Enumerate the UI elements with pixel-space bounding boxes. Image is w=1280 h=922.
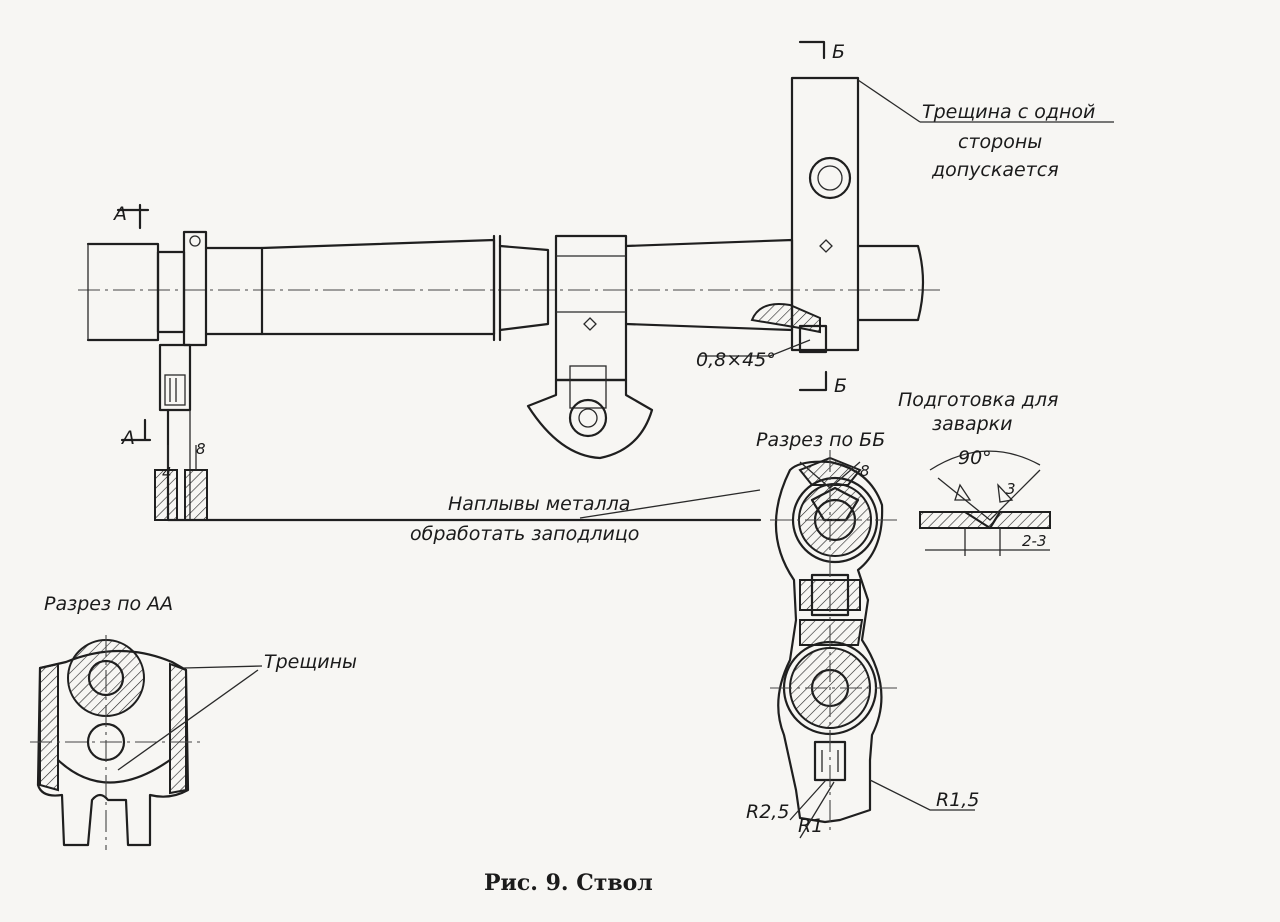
metal-overflow-label-2: обработать заподлицо bbox=[410, 523, 639, 545]
section-aa-title: Разрез по АА bbox=[44, 593, 173, 615]
rear-post-hole bbox=[808, 156, 852, 200]
chamfer-label: 0,8×45° bbox=[696, 349, 776, 371]
section-a-bottom-label: А bbox=[120, 427, 135, 449]
section-b-bottom-label: Б bbox=[834, 375, 847, 397]
barrel-tube bbox=[204, 246, 264, 336]
radius-r1-label: R1 bbox=[798, 815, 823, 837]
clamp-hook-hole bbox=[568, 398, 608, 438]
section-bb-title: Разрез по ББ bbox=[756, 429, 885, 451]
section-bb-dim: 8 bbox=[860, 462, 870, 480]
section-a-top-label: А bbox=[112, 203, 127, 225]
weld-size-label: 3 bbox=[1006, 480, 1016, 498]
dim-8-label: 8 bbox=[196, 440, 206, 458]
weld-prep-label-2: заварки bbox=[932, 413, 1012, 435]
dim-4-label: 4 bbox=[162, 464, 172, 482]
radius-r15-label: R1,5 bbox=[936, 789, 979, 811]
barrel-main-view bbox=[78, 40, 940, 460]
weld-profile bbox=[154, 408, 762, 522]
barrel-muzzle bbox=[86, 242, 160, 342]
weld-gap-label: 2-3 bbox=[1022, 532, 1047, 550]
barrel-collar bbox=[156, 250, 186, 334]
weld-angle-label: 90° bbox=[958, 447, 992, 469]
figure-caption: Рис. 9. Ствол bbox=[484, 870, 653, 896]
section-aa-view bbox=[30, 635, 263, 850]
front-lug bbox=[182, 230, 208, 347]
post-boss-section bbox=[750, 303, 821, 334]
radius-r25-label: R2,5 bbox=[746, 801, 789, 823]
crack-one-side-label-1: Трещина с одной bbox=[922, 101, 1095, 123]
weld-prep-detail bbox=[919, 450, 1051, 556]
section-bb-view bbox=[770, 450, 975, 839]
breech-end bbox=[856, 244, 925, 322]
section-b-top-label: Б bbox=[832, 41, 845, 63]
clamp-hook bbox=[526, 378, 654, 460]
crack-one-side-label-2: стороны bbox=[958, 131, 1042, 153]
crack-one-side-label-3: допускается bbox=[931, 159, 1059, 181]
cracks-label: Трещины bbox=[264, 651, 357, 673]
metal-overflow-label-1: Наплывы металла bbox=[448, 493, 630, 515]
weld-prep-label-1: Подготовка для bbox=[898, 389, 1058, 411]
rear-post bbox=[790, 76, 860, 352]
middle-clamp bbox=[554, 234, 628, 382]
